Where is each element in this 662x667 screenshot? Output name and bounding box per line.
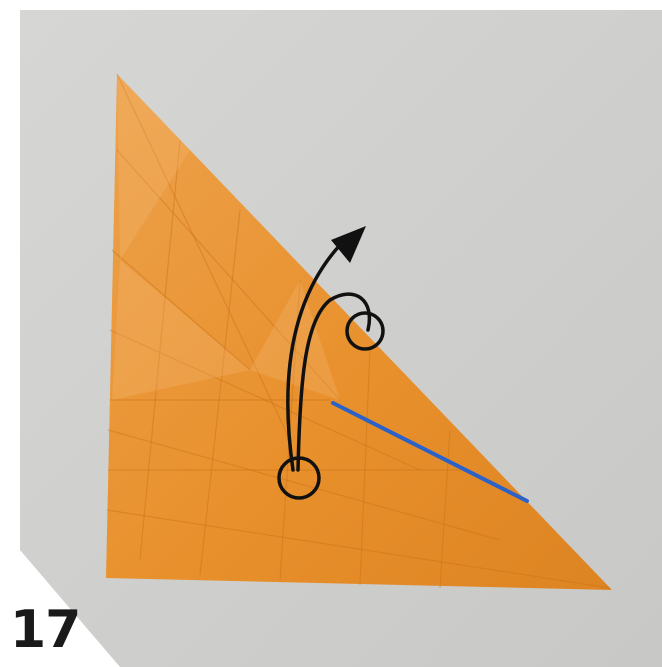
step-number: 17 bbox=[10, 604, 80, 656]
